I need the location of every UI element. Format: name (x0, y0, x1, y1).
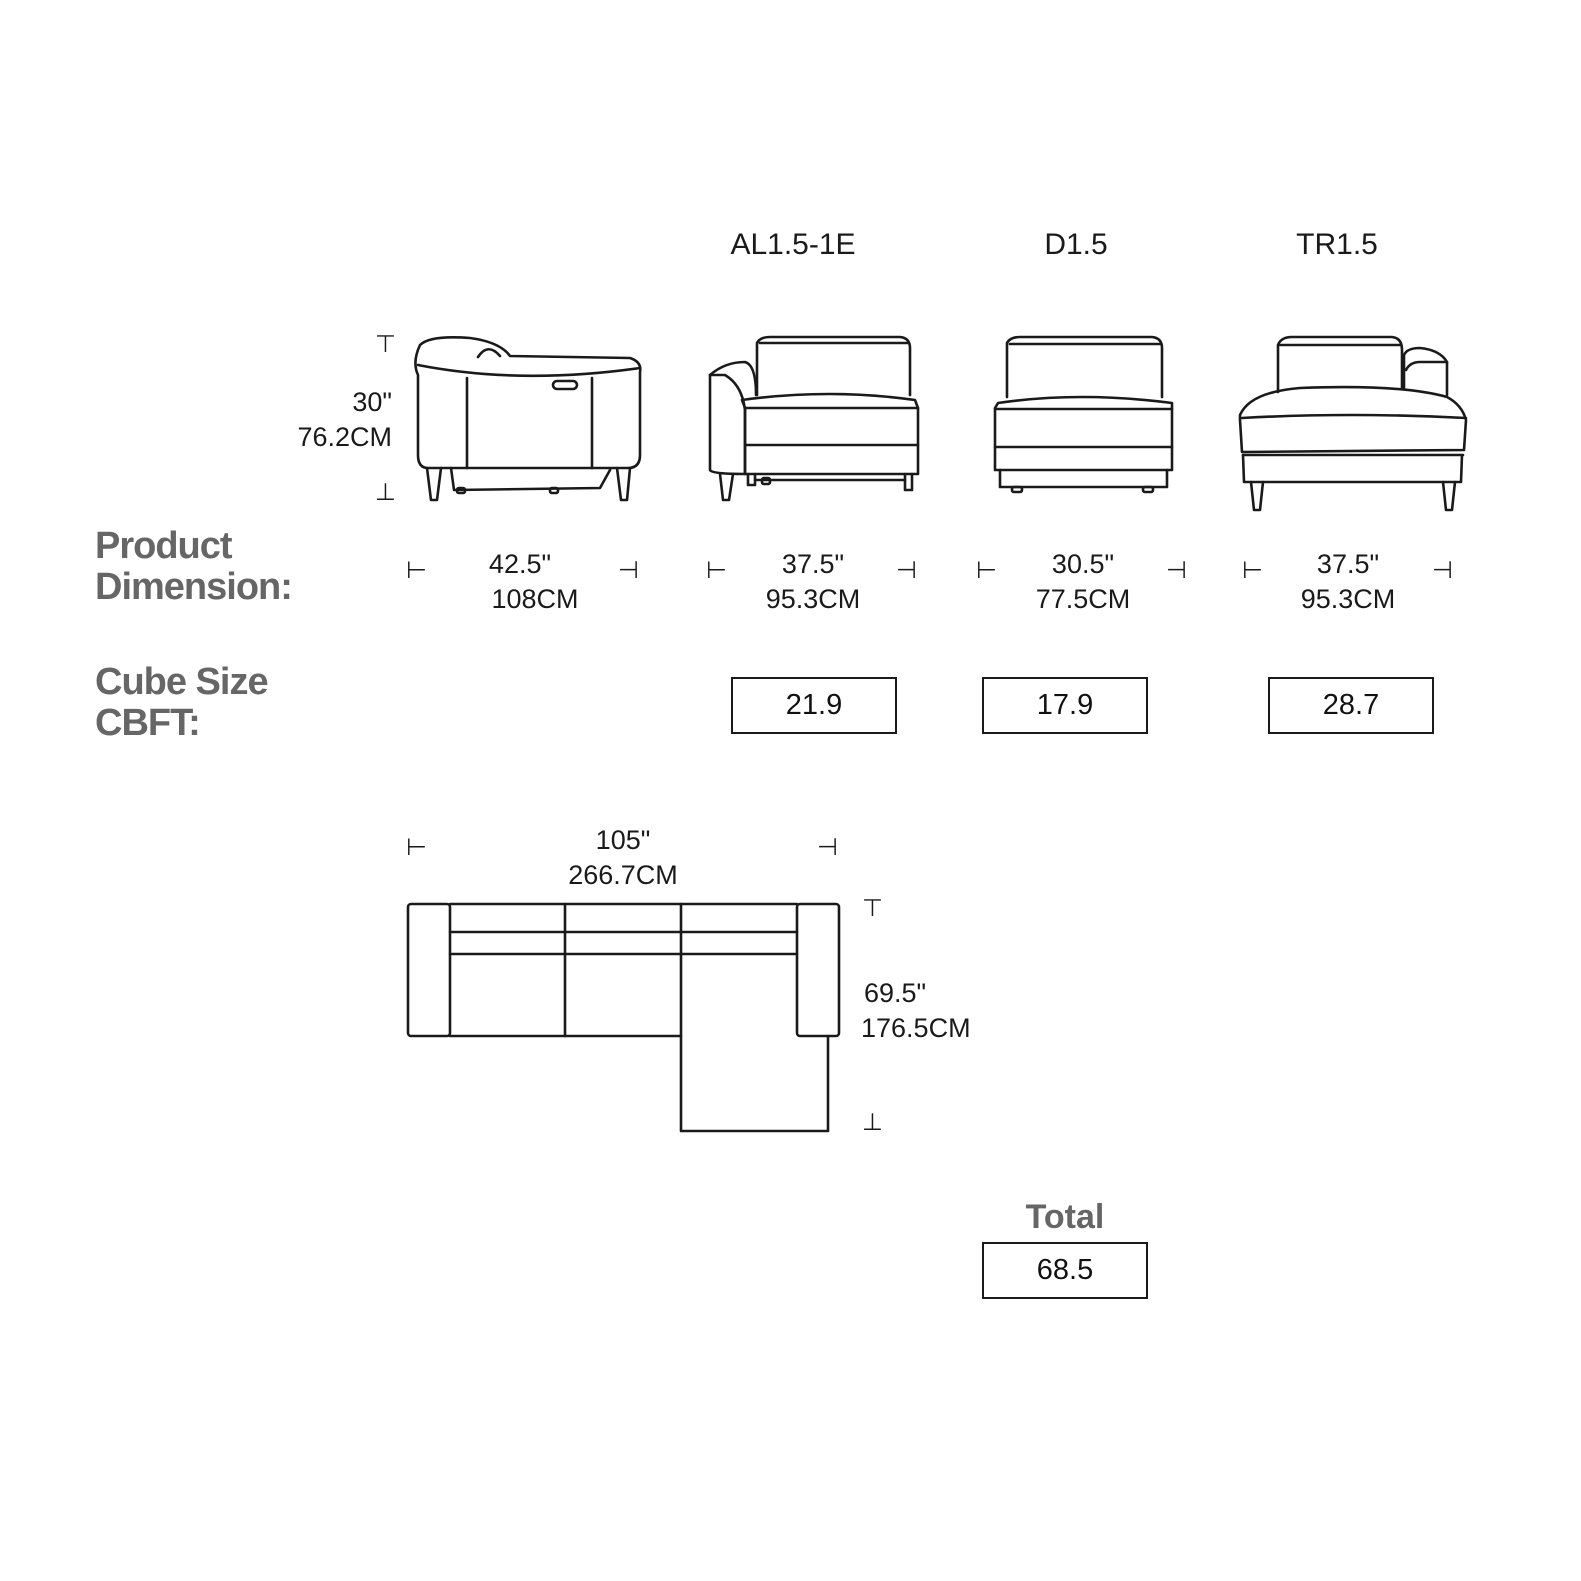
height-cm: 76.2CM (297, 422, 392, 452)
model-label-tr15: TR1.5 (1296, 228, 1378, 261)
top-view-layout-drawing (406, 902, 841, 1133)
cube-size-heading: Cube Size CBFT: (95, 661, 269, 744)
al15-1e-drawing (708, 335, 920, 502)
total-heading: Total (1025, 1198, 1105, 1236)
side-view-drawing (414, 336, 642, 502)
cbft-box-d15: 17.9 (982, 677, 1148, 734)
overall-depth-bottom-tick-icon: ⊥ (862, 1109, 883, 1136)
width-right-tick-icon: ⊣ (896, 557, 917, 584)
overall-width-left-tick-icon: ⊢ (406, 834, 427, 861)
tr15-width-dimension: 37.5" 95.3CM (1300, 549, 1396, 614)
d15-width-dimension: 30.5" 77.5CM (1035, 549, 1131, 614)
overall-depth-dimension: 69.5" 176.5CM (861, 978, 971, 1043)
cbft-box-tr15: 28.7 (1268, 677, 1434, 734)
width-left-tick-icon: ⊢ (1242, 557, 1263, 584)
overall-depth-top-tick-icon: ⊤ (862, 895, 883, 922)
width-right-tick-icon: ⊣ (1166, 557, 1187, 584)
model-label-al15-1e: AL1.5-1E (730, 228, 856, 261)
height-top-tick-icon: ⊤ (375, 331, 396, 358)
width-left-tick-icon: ⊢ (976, 557, 997, 584)
height-bottom-tick-icon: ⊥ (375, 479, 396, 506)
width-left-tick-icon: ⊢ (406, 557, 427, 584)
total-cbft-box: 68.5 (982, 1242, 1148, 1299)
height-inches: 30" (352, 387, 392, 417)
product-dimension-heading: Product Dimension: (95, 525, 293, 608)
tr15-drawing (1238, 335, 1468, 512)
width-left-tick-icon: ⊢ (706, 557, 727, 584)
overall-width-dimension: 105" 266.7CM (568, 825, 678, 890)
model-label-d15: D1.5 (1044, 228, 1108, 261)
width-right-tick-icon: ⊣ (618, 557, 639, 584)
width-right-tick-icon: ⊣ (1432, 557, 1453, 584)
height-dimension: 30" 76.2CM (260, 385, 392, 455)
al15-1e-width-dimension: 37.5" 95.3CM (765, 549, 861, 614)
d15-drawing (993, 335, 1174, 494)
overall-width-right-tick-icon: ⊣ (817, 834, 838, 861)
cbft-box-al15-1e: 21.9 (731, 677, 897, 734)
side-width-dimension: 42.5" 108CM (488, 549, 579, 614)
